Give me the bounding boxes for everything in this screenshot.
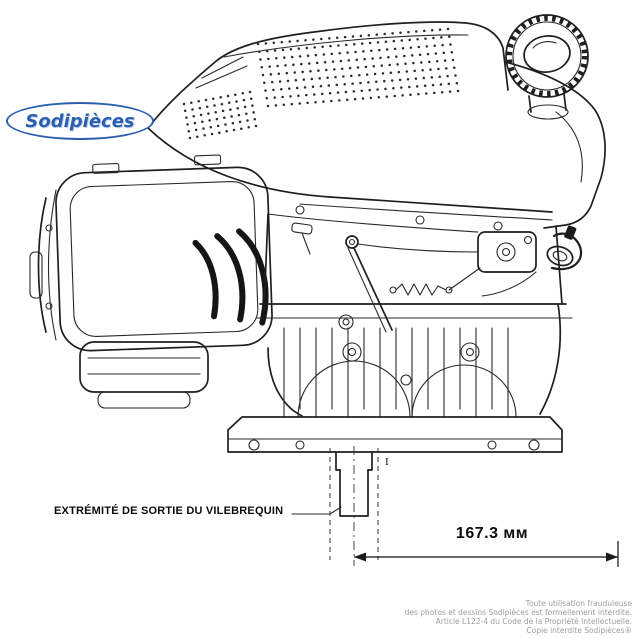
- front-edge-trim: [29, 189, 57, 341]
- shaft-dimension-mark: I: [385, 456, 389, 468]
- logo-text: Sodipièces: [25, 110, 135, 132]
- copyright-line: Copie interdite Sodipièces®: [526, 626, 632, 635]
- blower-housing: [147, 21, 553, 221]
- recoil-cover-panel: [55, 154, 273, 352]
- cooling-fins: [283, 327, 509, 418]
- copyright-line: Article L122-4 du Code de la Propriété I…: [435, 617, 632, 626]
- muffler: [79, 341, 209, 409]
- copyright-notice: Toute utilisation frauduleuse des photos…: [405, 599, 632, 635]
- crankshaft-output-shaft: I: [329, 446, 389, 566]
- copyright-line: Toute utilisation frauduleuse: [525, 599, 632, 608]
- carburetor-and-linkage: [267, 213, 582, 333]
- callout-leader-line: [291, 506, 342, 515]
- copyright-line: des photos et dessins Sodipièces est for…: [404, 608, 632, 617]
- air-intake-screen: [256, 27, 460, 108]
- dimension-value: 167.3 мм: [455, 525, 529, 542]
- sodipieces-logo: Sodipièces: [6, 102, 154, 140]
- fuel-cap: [505, 14, 589, 120]
- air-intake-screen-small: [182, 90, 258, 140]
- crankcase: [255, 205, 573, 418]
- mounting-base: [227, 416, 563, 453]
- crankshaft-callout-label: EXTRÉMITÉ DE SORTIE DU VILEBREQUIN: [54, 505, 284, 517]
- dimension-lines: [354, 541, 619, 567]
